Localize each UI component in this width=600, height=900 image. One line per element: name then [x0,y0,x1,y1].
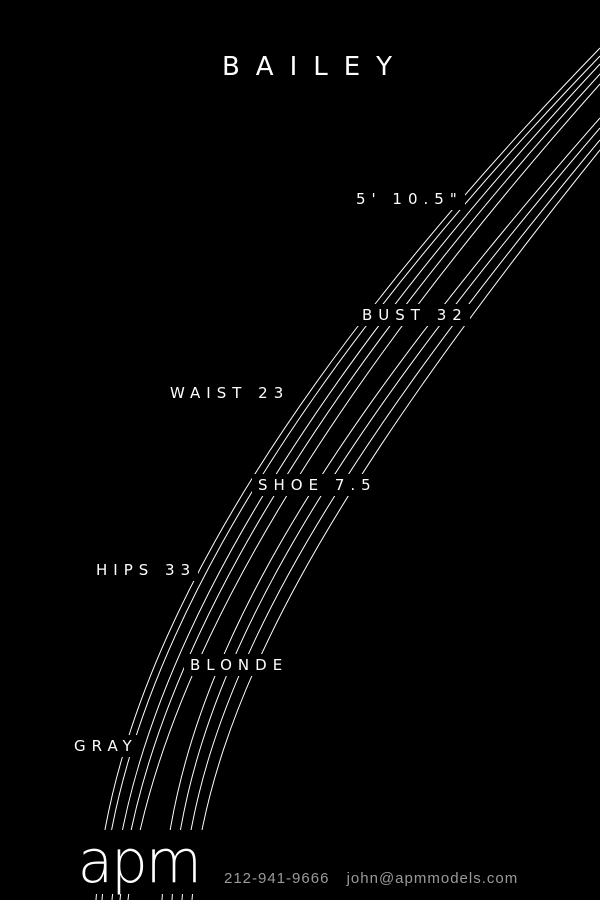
stat-shoe: SHOE 7.5 [252,474,379,496]
stat-waist: WAIST 23 [164,382,292,404]
stat-hair-color: BLONDE [184,654,291,676]
arc-line [127,83,600,900]
phone-number[interactable]: 212-941-9666 [224,870,330,887]
stat-height: 5' 10.5" [350,188,465,210]
stat-hips: HIPS 33 [90,559,199,581]
arc-line [191,149,600,900]
arc-line [161,117,600,900]
agency-logo: apm [72,830,206,894]
arc-line [171,127,600,900]
footer: apm 212-941-9666 john@apmmodels.com [0,830,600,900]
model-name: BAILEY [221,52,409,82]
arc-line [101,55,600,900]
stat-eye-color: GRAY [68,735,140,757]
arc-line [181,139,600,900]
contact-info: 212-941-9666 john@apmmodels.com [224,870,518,888]
arc-line [119,73,600,900]
email-address[interactable]: john@apmmodels.com [346,870,519,887]
arc-line [111,63,600,900]
stat-bust: BUST 32 [356,304,470,326]
